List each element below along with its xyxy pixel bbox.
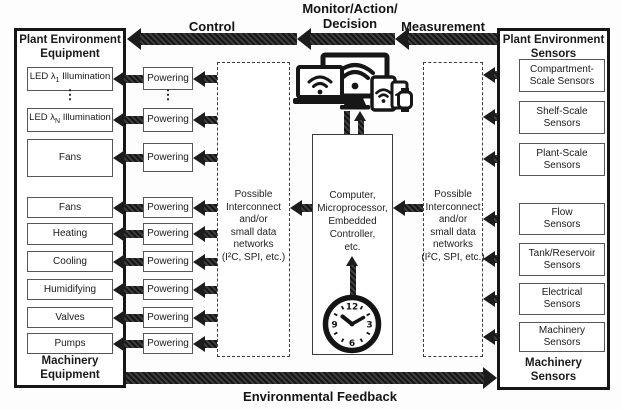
powering-to-equipment-arrow-6 — [113, 254, 143, 270]
interconnect-to-powering-arrow-7 — [193, 282, 217, 298]
powering-box-6: Powering — [143, 251, 193, 272]
powering-box-7: Powering — [143, 279, 193, 300]
monitor-action-decision-label: Monitor/Action/ Decision — [302, 1, 398, 31]
clock-numeral-12: 12 — [346, 303, 359, 313]
equipment-box-fans-2: Fans — [27, 197, 113, 218]
led1-label: LED λ1 Illumination — [29, 71, 111, 84]
equipment-box-cooling: Cooling — [27, 251, 113, 272]
powering-box-8: Powering — [143, 307, 193, 328]
interconnect-to-powering-arrow-1 — [193, 71, 217, 87]
sensors-panel-title: Plant Environment Sensors — [502, 34, 605, 60]
powering-box-4: Powering — [143, 197, 193, 218]
sensor-box-compartment: Compartment- Scale Sensors — [519, 59, 605, 92]
sensor-box-tank: Tank/Reservoir Sensors — [519, 243, 605, 276]
powering-to-equipment-arrow-3 — [113, 150, 143, 166]
powering-to-equipment-arrow-1 — [113, 71, 143, 87]
wifi-icon — [375, 88, 392, 103]
powering-to-equipment-arrow-5 — [113, 226, 143, 242]
powering-box-9: Powering — [143, 333, 193, 354]
ledn-label: LED λN Illumination — [29, 112, 111, 125]
equipment-box-heating: Heating — [27, 223, 113, 245]
powering-to-equipment-arrow-7 — [113, 282, 143, 298]
equipment-panel-title: Plant Environment Equipment — [19, 34, 121, 60]
decision-arrow — [297, 28, 395, 50]
sensor-box-machinery: Machinery Sensors — [519, 322, 605, 352]
equipment-box-valves: Valves — [27, 307, 113, 328]
interconnect-to-powering-arrow-2 — [193, 112, 217, 128]
clock-icon: 12 3 6 9 — [322, 294, 382, 354]
powering-box-2: Powering — [143, 108, 193, 132]
interconnect-to-powering-arrow-6 — [193, 254, 217, 270]
clock-numeral-6: 6 — [349, 339, 355, 349]
powering-to-equipment-arrow-2 — [113, 112, 143, 128]
control-label: Control — [188, 19, 236, 34]
interconnect-to-powering-arrow-4 — [193, 200, 217, 216]
powering-box-3: Powering — [143, 143, 193, 172]
control-arrow — [127, 28, 297, 50]
sensor-box-shelf: Shelf-Scale Sensors — [519, 101, 605, 134]
laptop-icon — [293, 65, 349, 104]
powering-ellipsis: ⋮ — [161, 87, 175, 102]
powering-to-equipment-arrow-8 — [113, 310, 143, 326]
environmental-feedback-label: Environmental Feedback — [243, 389, 397, 404]
sensor-box-plant: Plant-Scale Sensors — [519, 143, 605, 176]
interconnect-to-powering-arrow-8 — [193, 310, 217, 326]
clock-numeral-3: 3 — [366, 321, 372, 331]
computer-to-interconnect-arrow — [290, 200, 312, 216]
equipment-box-led-1: LED λ1 Illumination — [27, 67, 113, 91]
powering-box-1: Powering — [143, 67, 193, 90]
clock-numeral-9: 9 — [331, 321, 337, 331]
measurement-arrow — [395, 28, 497, 50]
equipment-panel-footer: Machinery Equipment — [40, 355, 100, 381]
equipment-box-led-n: LED λN Illumination — [27, 108, 113, 132]
interconnect-box-left: Possible Interconnect and/or small data … — [217, 62, 290, 357]
computer-text: Computer, Microprocessor, Embedded Contr… — [317, 190, 388, 253]
measurement-label: Measurement — [401, 19, 485, 34]
sensor-box-electrical: Electrical Sensors — [519, 283, 605, 315]
wifi-icon — [307, 75, 333, 95]
interconnect-box-right: Possible Interconnect and/or small data … — [421, 62, 485, 357]
environmental-feedback-arrow — [125, 367, 497, 389]
equipment-box-humidifying: Humidifying — [27, 279, 113, 300]
smartwatch-icon — [397, 88, 413, 112]
equipment-ellipsis: ⋮ — [63, 87, 77, 102]
equipment-box-fans-1: Fans — [27, 139, 113, 177]
sensor-box-flow: Flow Sensors — [519, 203, 605, 235]
interconnect-to-powering-arrow-5 — [193, 226, 217, 242]
interconnect-to-powering-arrow-9 — [193, 336, 217, 352]
powering-to-equipment-arrow-4 — [113, 200, 143, 216]
interconnect-right-text: Possible Interconnect and/or small data … — [421, 189, 485, 263]
clock-to-computer-arrow — [346, 256, 359, 296]
powering-box-5: Powering — [143, 223, 193, 245]
interconnect-left-text: Possible Interconnect and/or small data … — [221, 189, 286, 263]
powering-to-equipment-arrow-9 — [113, 336, 143, 352]
connected-devices-icon — [293, 52, 413, 112]
interconnect-to-computer-arrow — [393, 200, 423, 216]
sensors-panel-footer: Machinery Sensors — [525, 357, 582, 383]
interconnect-to-powering-arrow-3 — [193, 150, 217, 166]
equipment-box-pumps: Pumps — [27, 333, 113, 354]
